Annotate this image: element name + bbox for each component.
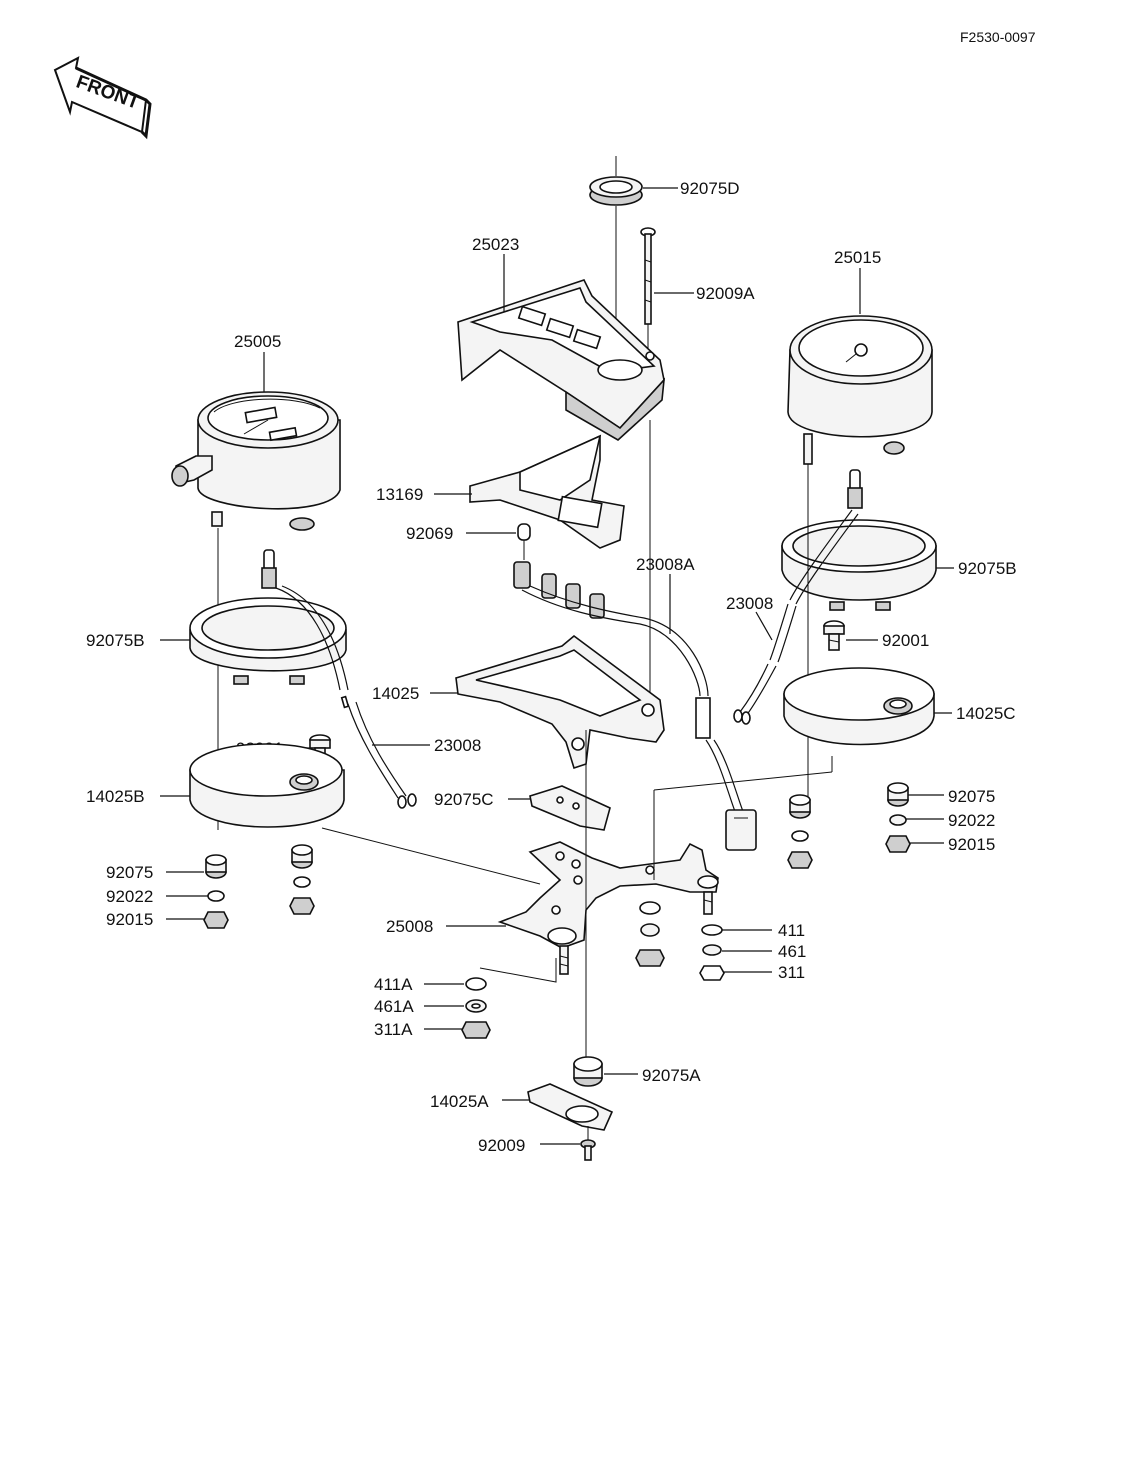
- indicator-bracket-13169: [469, 434, 625, 549]
- label-92015-left: 92015: [106, 910, 153, 929]
- label-25008: 25008: [386, 917, 433, 936]
- label-92075d: 92075D: [680, 179, 740, 198]
- bulb-92069: [517, 523, 531, 560]
- speedometer-25005: [171, 391, 341, 531]
- nut-stack-left-a: [203, 854, 229, 929]
- label-23008a: 23008A: [636, 555, 695, 574]
- main-bracket-25008: [497, 841, 719, 949]
- label-461a: 461A: [374, 997, 414, 1016]
- label-311: 311: [778, 963, 805, 982]
- label-92075a: 92075A: [642, 1066, 701, 1085]
- plate-14025a: [527, 1083, 614, 1140]
- label-92009: 92009: [478, 1136, 525, 1155]
- label-13169: 13169: [376, 485, 423, 504]
- lower-cup-14025b: [189, 743, 345, 828]
- damper-plate-92075c: [529, 785, 611, 831]
- label-92022-left: 92022: [106, 887, 153, 906]
- drawing-code: F2530-0097: [960, 29, 1036, 45]
- grommet-92075a: [573, 1056, 603, 1087]
- bolt-92001-right: [823, 620, 845, 651]
- label-461: 461: [778, 942, 806, 961]
- label-92015-right: 92015: [948, 835, 995, 854]
- screw-92009a: [640, 227, 656, 350]
- nut-stack-right-b: [885, 782, 911, 853]
- label-25015: 25015: [834, 248, 881, 267]
- label-92001-right: 92001: [882, 631, 929, 650]
- label-92069: 92069: [406, 524, 453, 543]
- label-311a: 311A: [374, 1020, 413, 1039]
- label-23008-left: 23008: [434, 736, 481, 755]
- nut-stack-right-a: [787, 794, 813, 869]
- label-92075b-right: 92075B: [958, 559, 1017, 578]
- label-14025: 14025: [372, 684, 419, 703]
- label-411a: 411A: [374, 975, 413, 994]
- label-92075c: 92075C: [434, 790, 494, 809]
- meter-housing-25023: [457, 279, 666, 441]
- label-92075-right: 92075: [948, 787, 995, 806]
- label-92075-left: 92075: [106, 863, 153, 882]
- label-92009a: 92009A: [696, 284, 755, 303]
- label-92075b-left: 92075B: [86, 631, 145, 650]
- washer-stack-411a: [461, 977, 491, 1039]
- washer-stack-right: [699, 891, 725, 981]
- label-14025a: 14025A: [430, 1092, 489, 1111]
- meter-cup-92075b-right: [781, 469, 937, 611]
- wire-harness-23008a: [513, 561, 757, 851]
- label-92022-right: 92022: [948, 811, 995, 830]
- label-411: 411: [778, 921, 805, 940]
- label-14025b: 14025B: [86, 787, 145, 806]
- meter-cup-92075b-left: [189, 549, 347, 685]
- label-14025c: 14025C: [956, 704, 1016, 723]
- washer-stack-center: [635, 901, 665, 967]
- bolt-under-bracket: [559, 945, 569, 975]
- lower-cover-14025: [455, 634, 665, 770]
- label-25005: 25005: [234, 332, 281, 351]
- lower-cup-14025c: [783, 667, 935, 746]
- label-23008-right: 23008: [726, 594, 773, 613]
- label-25023: 25023: [472, 235, 519, 254]
- nut-stack-left-b: [289, 844, 315, 915]
- front-arrow-icon: FRONT: [53, 56, 152, 140]
- tachometer-25015: [787, 315, 933, 465]
- wire-23008-right: [733, 509, 859, 725]
- wire-23008-left: [275, 585, 417, 809]
- screw-92009: [580, 1139, 596, 1161]
